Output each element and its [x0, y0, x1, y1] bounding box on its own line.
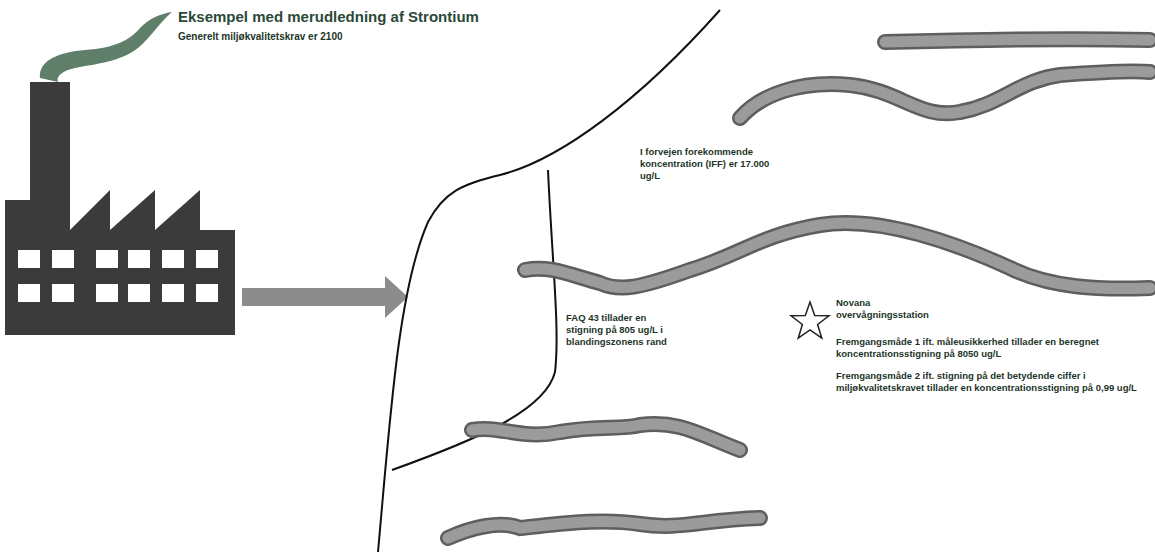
- method-note: Fremgangsmåde 1 ift. måleusikkerhed till…: [836, 336, 1154, 360]
- mixing-zone-note: FAQ 43 tillader en stigning på 805 ug/L …: [566, 312, 678, 348]
- diagram-title: Eksempel med merudledning af Strontium: [178, 8, 479, 27]
- station-label: Novana overvågningsstation: [836, 297, 946, 321]
- smoke: [40, 12, 172, 82]
- subtitle: Generelt miljøkvalitetskrav er 2100: [178, 31, 478, 44]
- windows: [18, 250, 218, 302]
- background-note: I forvejen forekommende koncentration (I…: [640, 146, 790, 182]
- chimney: [30, 82, 70, 202]
- waves: [448, 39, 1150, 538]
- method-note: Fremgangsmåde 2 ift. stigning på det bet…: [836, 370, 1154, 394]
- discharge-arrow: [242, 276, 408, 318]
- station-star: [791, 302, 829, 338]
- factory: [5, 190, 235, 335]
